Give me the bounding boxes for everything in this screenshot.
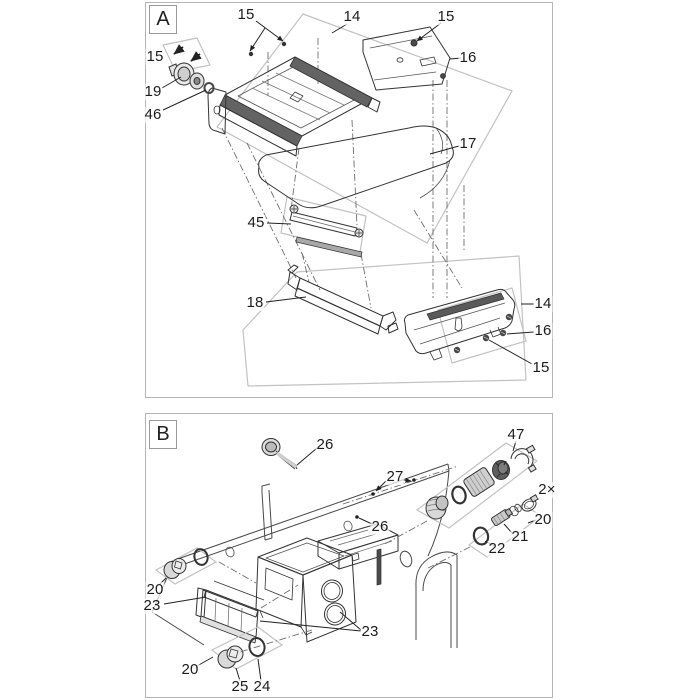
- panel-b-letter: B: [156, 423, 170, 445]
- rail: [287, 264, 399, 335]
- panel-b-label-box: B: [149, 420, 177, 449]
- screws-left-box: [173, 44, 202, 62]
- top-bracket: [362, 26, 451, 91]
- panel-a-label-box: A: [149, 5, 177, 34]
- group-outline-boxes-a: [162, 13, 527, 387]
- plug-group-20-bottom: [210, 626, 284, 670]
- rail-23: [195, 580, 265, 644]
- motor-and-ring: [168, 62, 215, 94]
- panel-a-letter: A: [156, 8, 170, 30]
- panel-a-frame: [145, 2, 553, 398]
- screw-26: [355, 515, 373, 525]
- plug-group-20-left: [154, 547, 218, 586]
- drain-plug-26: [261, 438, 298, 470]
- scraper-bar: [289, 204, 364, 258]
- leader-lines-a: [161, 20, 535, 365]
- leader-lines-b: [163, 447, 362, 682]
- valve-group-47: [415, 440, 539, 529]
- media-box-assembly: [255, 523, 399, 643]
- foam-sheet: [258, 125, 454, 209]
- tub-outline: [151, 463, 458, 648]
- panel-b-frame: [145, 413, 553, 698]
- projection-lines-b: [218, 520, 471, 653]
- belt-tray-assembly: [207, 41, 381, 157]
- bottom-bracket: [403, 288, 516, 361]
